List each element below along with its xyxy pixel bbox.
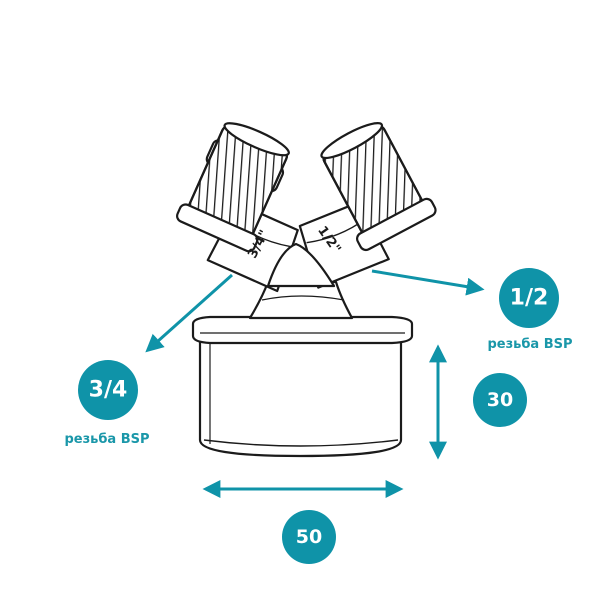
badge-right-thread-value: 1/2 [510,286,549,311]
badge-circle [473,373,527,427]
junction [266,242,336,288]
badge-height-value: 30 [487,389,513,411]
y-fitting [176,121,437,458]
dimension-lines [202,344,447,498]
left-thread [176,122,290,253]
callout-arrows [145,269,485,353]
left-thread-caption: резьба BSP [64,432,149,447]
badge-circle [282,510,336,564]
right-thread-caption: резьба BSP [487,337,572,352]
base-flange [191,315,414,345]
base-cylinder [198,330,403,458]
badge-width-value: 50 [296,526,322,548]
badge-height: 30 [473,373,527,427]
neck [248,280,354,320]
badge-circle [499,268,559,328]
left-thread-arrow [145,273,233,353]
badge-circle [78,360,138,420]
badge-right-thread: 1/2 [499,268,559,328]
badge-left-thread: 3/4 [78,360,138,420]
right-thread-arrow [371,269,485,296]
badge-left-thread-value: 3/4 [89,378,128,403]
badge-width: 50 [282,510,336,564]
right-thread [320,121,437,252]
